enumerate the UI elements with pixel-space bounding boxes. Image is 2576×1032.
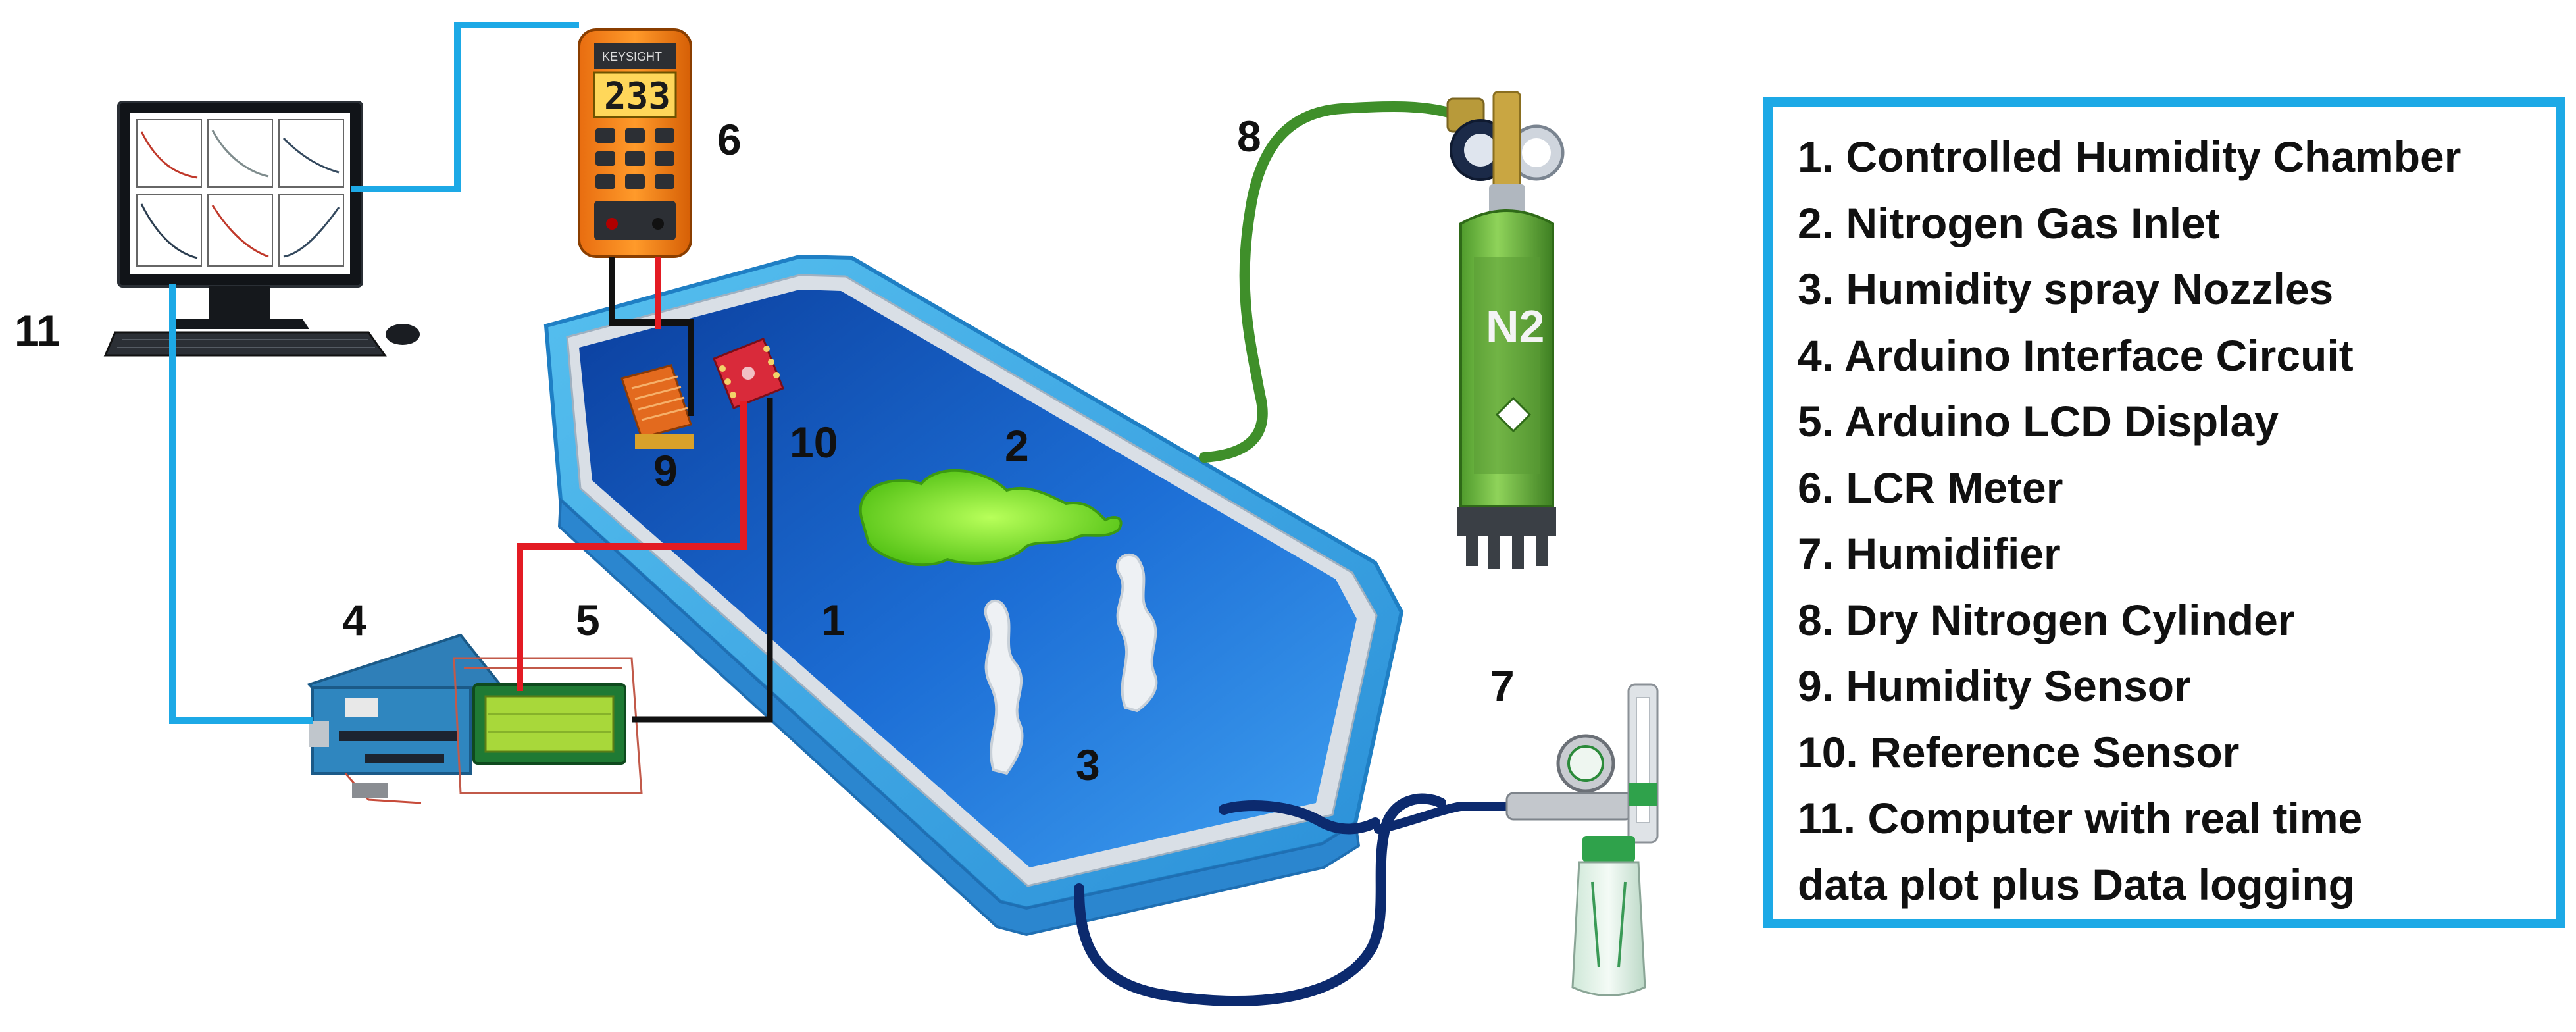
humidity-plume-right xyxy=(1116,553,1158,713)
humidifier xyxy=(1505,683,1659,996)
usb-cable-computer-arduino xyxy=(169,284,313,724)
legend-item: 3. Humidity spray Nozzles xyxy=(1798,265,2334,313)
nitrogen-cylinder: N2 xyxy=(1446,91,1565,569)
marker-6: 6 xyxy=(717,115,742,164)
legend-item: 2. Nitrogen Gas Inlet xyxy=(1798,198,2220,247)
usb-cable-meter-computer xyxy=(351,22,579,192)
legend-item: 9. Humidity Sensor xyxy=(1798,661,2191,710)
computer xyxy=(103,101,420,357)
humidity-plume-left xyxy=(984,599,1024,775)
marker-3: 3 xyxy=(1076,740,1100,789)
cylinder-label: N2 xyxy=(1486,301,1544,352)
reference-red-wire xyxy=(517,401,747,691)
marker-11: 11 xyxy=(14,306,61,355)
legend-item: 4. Arduino Interface Circuit xyxy=(1798,330,2354,380)
svg-text:KEYSIGHT: KEYSIGHT xyxy=(602,50,662,63)
legend-item: 1. Controlled Humidity Chamber xyxy=(1798,132,2462,181)
legend-item: data plot plus Data logging xyxy=(1798,860,2355,909)
legend-item: 11. Computer with real time xyxy=(1798,794,2363,842)
nitrogen-hose xyxy=(1199,101,1463,463)
meter-black-lead xyxy=(609,257,694,416)
reference-black-wire xyxy=(632,398,773,723)
marker-7: 7 xyxy=(1490,661,1515,710)
lcr-display-value: 233 xyxy=(604,75,670,118)
marker-4: 4 xyxy=(342,596,366,644)
marker-10: 10 xyxy=(790,418,838,467)
legend-item: 7. Humidifier xyxy=(1798,529,2061,578)
marker-5: 5 xyxy=(576,596,600,644)
legend-item: 5. Arduino LCD Display xyxy=(1798,397,2279,446)
arduino-lcd xyxy=(453,657,643,794)
legend-item: 6. LCR Meter xyxy=(1798,463,2063,512)
humidity-sensor xyxy=(620,364,694,449)
legend-item: 10. Reference Sensor xyxy=(1798,727,2240,777)
legend-box: 1. Controlled Humidity Chamber 2. Nitrog… xyxy=(1763,97,2565,928)
nitrogen-gas-cloud xyxy=(859,469,1123,567)
marker-1: 1 xyxy=(821,596,846,644)
setup-diagram: N2 xyxy=(14,22,1659,1007)
marker-8: 8 xyxy=(1237,112,1261,161)
reference-sensor xyxy=(713,338,784,409)
humidifier-hose xyxy=(1074,793,1446,1007)
lcr-meter: KEYSIGHT 233 xyxy=(578,28,692,258)
humidity-chamber xyxy=(543,254,1404,937)
marker-2: 2 xyxy=(1005,421,1029,470)
marker-9: 9 xyxy=(653,446,678,495)
legend-item: 8. Dry Nitrogen Cylinder xyxy=(1798,595,2295,644)
